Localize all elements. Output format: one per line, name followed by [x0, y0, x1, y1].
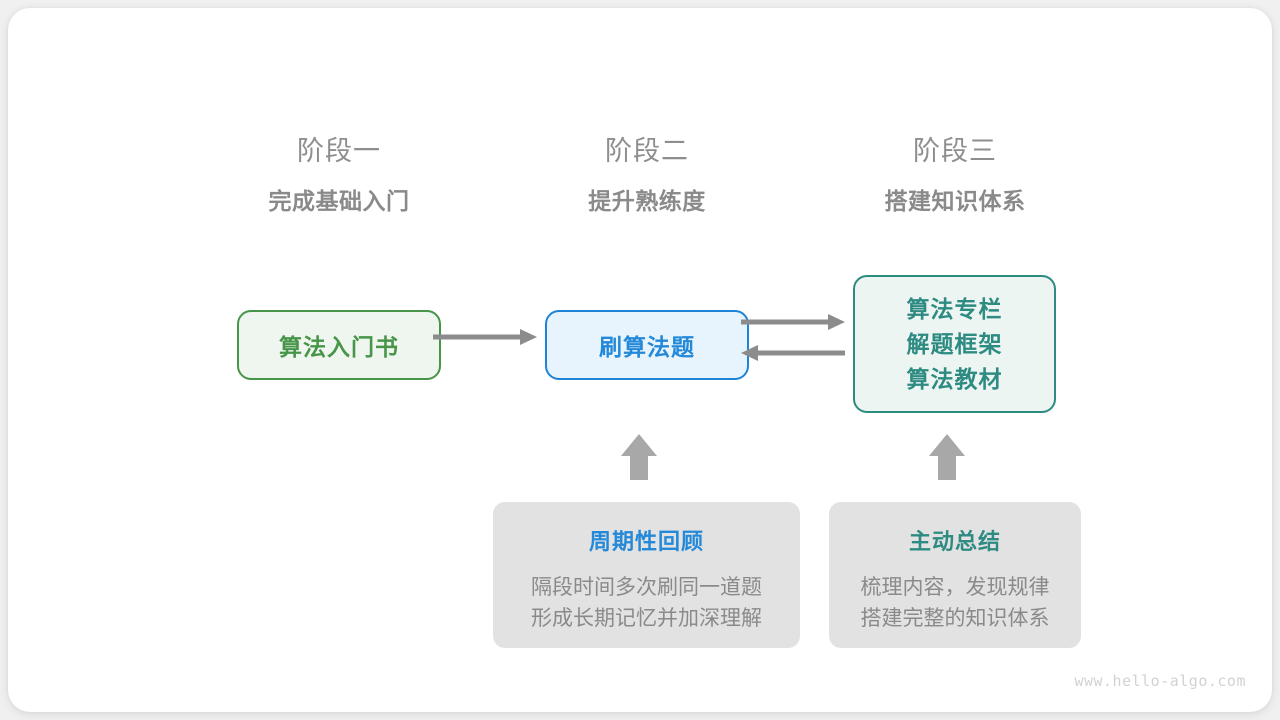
node-algorithm-book: 算法入门书: [237, 310, 441, 380]
method-body: 梳理内容，发现规律 搭建完整的知识体系: [861, 572, 1050, 634]
method-title: 主动总结: [908, 529, 1001, 554]
stage-header-1: 阶段一 完成基础入门: [209, 138, 469, 213]
stage-index-label: 阶段二: [605, 136, 689, 166]
arrow-practice-to-resources: [741, 314, 845, 330]
arrow-summary-to-resources: [929, 434, 965, 480]
node-label: 刷算法题: [599, 334, 695, 360]
stage-index-label: 阶段三: [913, 136, 997, 166]
arrow-review-to-practice: [621, 434, 657, 480]
node-learning-resources: 算法专栏 解题框架 算法教材: [853, 275, 1056, 413]
method-title: 周期性回顾: [588, 529, 704, 554]
method-body-line-1: 隔段时间多次刷同一道题: [531, 576, 762, 599]
diagram-canvas: 阶段一 完成基础入门 阶段二 提升熟练度 阶段三 搭建知识体系 算法入门书 刷算…: [8, 8, 1272, 712]
stage-title-label: 完成基础入门: [268, 188, 410, 214]
arrow-resources-to-practice: [741, 345, 845, 361]
node-practice-problems: 刷算法题: [545, 310, 749, 380]
method-box-periodic-review: 周期性回顾 隔段时间多次刷同一道题 形成长期记忆并加深理解: [493, 502, 800, 648]
node-label-line-1: 算法专栏: [906, 295, 1003, 322]
method-body-line-1: 梳理内容，发现规律: [860, 576, 1050, 599]
watermark-url: www.hello-algo.com: [1074, 672, 1246, 690]
connector-layer: [433, 314, 965, 480]
arrow-book-to-practice: [433, 329, 537, 345]
stage-header-3: 阶段三 搭建知识体系: [825, 138, 1085, 213]
stage-header-2: 阶段二 提升熟练度: [517, 138, 777, 213]
method-box-active-summary: 主动总结 梳理内容，发现规律 搭建完整的知识体系: [829, 502, 1081, 648]
method-body-line-2: 形成长期记忆并加深理解: [531, 607, 762, 630]
stage-title-label: 搭建知识体系: [884, 188, 1026, 214]
stage-title-label: 提升熟练度: [588, 188, 706, 214]
node-label: 算法入门书: [279, 334, 399, 360]
node-label-line-2: 解题框架: [906, 330, 1003, 357]
method-body-line-2: 搭建完整的知识体系: [860, 607, 1050, 630]
stage-index-label: 阶段一: [297, 136, 381, 166]
node-label-line-3: 算法教材: [906, 365, 1003, 392]
method-body: 隔段时间多次刷同一道题 形成长期记忆并加深理解: [531, 572, 762, 634]
